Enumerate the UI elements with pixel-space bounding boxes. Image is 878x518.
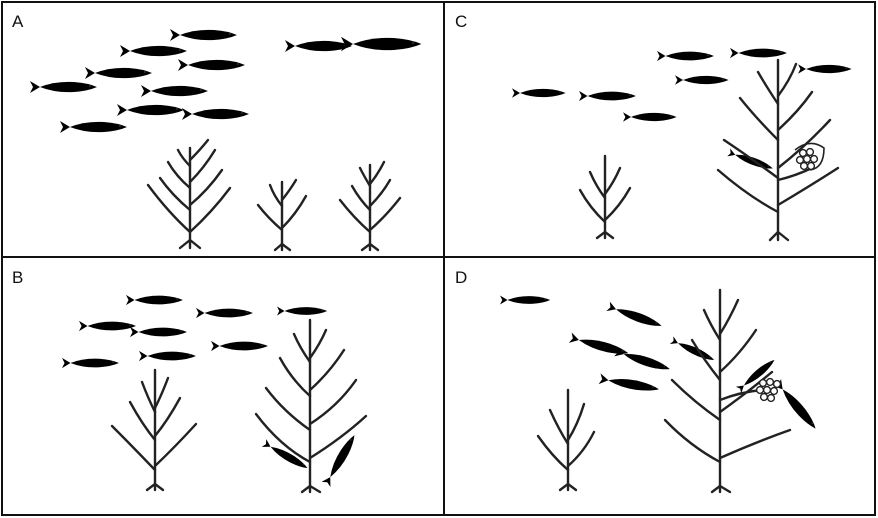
eggs [757, 379, 781, 402]
panel-label-c: C [455, 12, 467, 31]
fish [62, 358, 119, 368]
fish [277, 307, 327, 316]
plant-small-a2 [340, 162, 400, 250]
fish [120, 45, 187, 57]
fish [178, 59, 245, 71]
eggs [797, 149, 818, 170]
panel-d: D [455, 268, 820, 492]
fish [675, 75, 729, 85]
panel-a: A [12, 12, 421, 250]
fish [141, 85, 208, 97]
fish-group-a [30, 29, 421, 133]
fish [736, 357, 777, 394]
panel-label-b: B [12, 268, 23, 287]
egg-cluster-d [757, 379, 781, 402]
panel-label-d: D [455, 268, 467, 287]
fish [130, 327, 187, 337]
panel-label-a: A [12, 12, 24, 31]
fish [79, 321, 136, 331]
fish [139, 351, 196, 361]
panel-b: B [12, 268, 366, 492]
fish [211, 341, 268, 351]
egg-cluster-c [795, 143, 824, 170]
fish [798, 64, 852, 74]
fish [182, 108, 249, 120]
plant-small-d [538, 390, 594, 490]
fish [126, 295, 183, 305]
plant-small-a1 [258, 180, 306, 250]
fish [512, 88, 566, 98]
fish [60, 121, 127, 133]
fish [599, 373, 660, 394]
fish [85, 67, 152, 79]
fish-group-d [500, 296, 820, 433]
fish [170, 29, 237, 41]
fish [623, 112, 677, 122]
plant-large-a [148, 140, 230, 248]
fish [341, 37, 421, 51]
fish [606, 302, 663, 331]
fish [500, 296, 550, 305]
plant-small-c [580, 156, 630, 238]
fish-group-b [62, 295, 359, 487]
fish [730, 48, 787, 58]
panel-c: C [455, 12, 852, 240]
plant-large-c [718, 60, 838, 240]
plant-large-b [256, 320, 366, 492]
fish [117, 104, 184, 116]
plant-small-b [112, 370, 196, 490]
fish [262, 439, 310, 472]
fish [30, 81, 97, 93]
fish [657, 51, 714, 61]
fish [579, 91, 636, 101]
fish [322, 433, 359, 487]
fish [196, 308, 253, 318]
